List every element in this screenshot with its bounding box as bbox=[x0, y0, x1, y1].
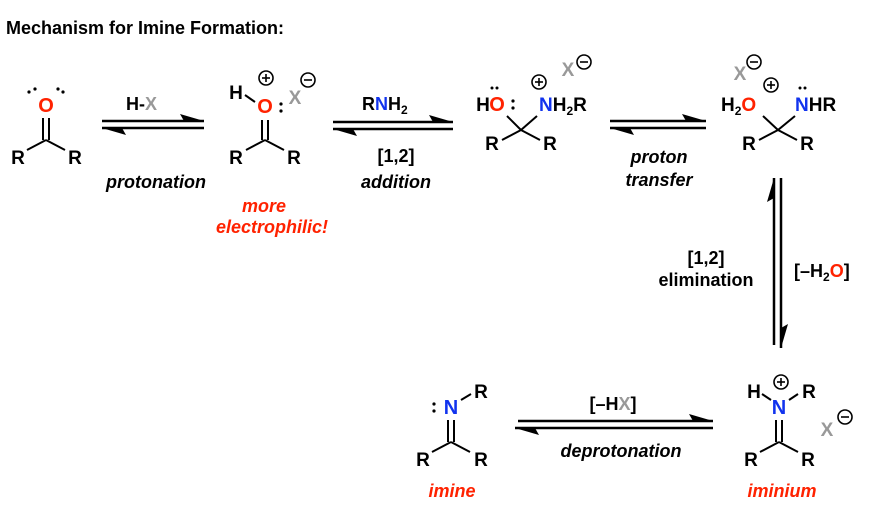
step-label-12: [1,2] bbox=[377, 146, 414, 166]
lone-pair-dot bbox=[56, 87, 60, 91]
negative-charge-icon bbox=[746, 54, 762, 70]
halide-counterion: X bbox=[821, 420, 834, 441]
step-label-minus-water: [–H2O] bbox=[794, 261, 850, 284]
r-group: R bbox=[68, 148, 82, 169]
svg-text:R: R bbox=[802, 382, 816, 403]
svg-text:R: R bbox=[474, 450, 488, 471]
annotation-more: more bbox=[242, 196, 286, 216]
step-label-proton: proton bbox=[630, 147, 688, 167]
svg-text:O: O bbox=[489, 94, 505, 116]
reagent-amine: RNH2 bbox=[362, 94, 408, 117]
equilibrium-arrow-proton-transfer bbox=[610, 114, 706, 135]
amine-group: NHR bbox=[795, 95, 836, 116]
imine-molecule: N R R R bbox=[416, 382, 488, 471]
positive-charge-icon bbox=[763, 77, 779, 93]
step-label-addition: addition bbox=[361, 172, 431, 192]
annotation-electrophilic: electrophilic! bbox=[216, 217, 328, 237]
oxygen-atom: O bbox=[257, 96, 273, 118]
step-label-elimination: elimination bbox=[658, 270, 753, 290]
equilibrium-arrow-addition bbox=[333, 115, 453, 136]
negative-charge-icon bbox=[576, 54, 592, 70]
svg-text:H: H bbox=[476, 95, 490, 116]
svg-text:R: R bbox=[229, 148, 243, 169]
equilibrium-arrow-elimination bbox=[767, 178, 788, 348]
protonated-carbonyl: H O X R R bbox=[229, 70, 316, 169]
equilibrium-arrow-deprotonation bbox=[515, 414, 713, 435]
step-label-protonation: protonation bbox=[105, 172, 206, 192]
svg-text:R: R bbox=[744, 450, 758, 471]
equilibrium-arrow-protonation bbox=[102, 114, 204, 135]
nitrogen-atom: N bbox=[772, 397, 786, 419]
svg-text:R: R bbox=[485, 134, 499, 155]
svg-text:H: H bbox=[747, 382, 761, 403]
r-group: R bbox=[11, 148, 25, 169]
reagent-hx: H-X bbox=[126, 94, 157, 114]
reagent-minus-hx: [–HX] bbox=[589, 394, 636, 414]
halide-counterion: X bbox=[562, 60, 575, 81]
step-label-transfer: transfer bbox=[625, 170, 693, 190]
lone-pair-dot bbox=[61, 90, 65, 94]
oxygen-atom: O bbox=[38, 95, 54, 117]
step-label-12-elim: [1,2] bbox=[687, 248, 724, 268]
nitrogen-atom: N bbox=[444, 397, 458, 419]
svg-text:R: R bbox=[543, 134, 557, 155]
svg-text:R: R bbox=[742, 134, 756, 155]
svg-text:R: R bbox=[287, 148, 301, 169]
page-title: Mechanism for Imine Formation: bbox=[6, 18, 285, 38]
svg-text:H: H bbox=[229, 83, 243, 104]
negative-charge-icon bbox=[837, 409, 853, 425]
ammonium-group: NH2R bbox=[539, 95, 587, 118]
water-leaving-group: H2O bbox=[721, 95, 756, 118]
bond bbox=[26, 139, 47, 151]
svg-text:R: R bbox=[416, 450, 430, 471]
halide-counterion: X bbox=[289, 88, 302, 109]
iminium-ion: H N R X R R bbox=[744, 374, 853, 471]
oxonium-intermediate: X H2O NHR R R bbox=[721, 54, 836, 155]
label-imine: imine bbox=[428, 481, 475, 501]
positive-charge-icon bbox=[531, 74, 547, 90]
lone-pair-dot bbox=[33, 87, 37, 91]
tetrahedral-intermediate: H O X NH2R R R bbox=[476, 54, 592, 155]
lone-pair-dot bbox=[27, 90, 31, 94]
step-label-deprotonation: deprotonation bbox=[561, 441, 682, 461]
svg-text:R: R bbox=[800, 134, 814, 155]
svg-text:R: R bbox=[474, 382, 488, 403]
label-iminium: iminium bbox=[747, 481, 816, 501]
negative-charge-icon bbox=[300, 72, 316, 88]
positive-charge-icon bbox=[773, 374, 789, 390]
halide-counterion: X bbox=[734, 64, 747, 85]
svg-text:R: R bbox=[801, 450, 815, 471]
bond bbox=[45, 139, 66, 151]
positive-charge-icon bbox=[258, 70, 274, 86]
ketone-molecule: O R R bbox=[11, 87, 82, 169]
